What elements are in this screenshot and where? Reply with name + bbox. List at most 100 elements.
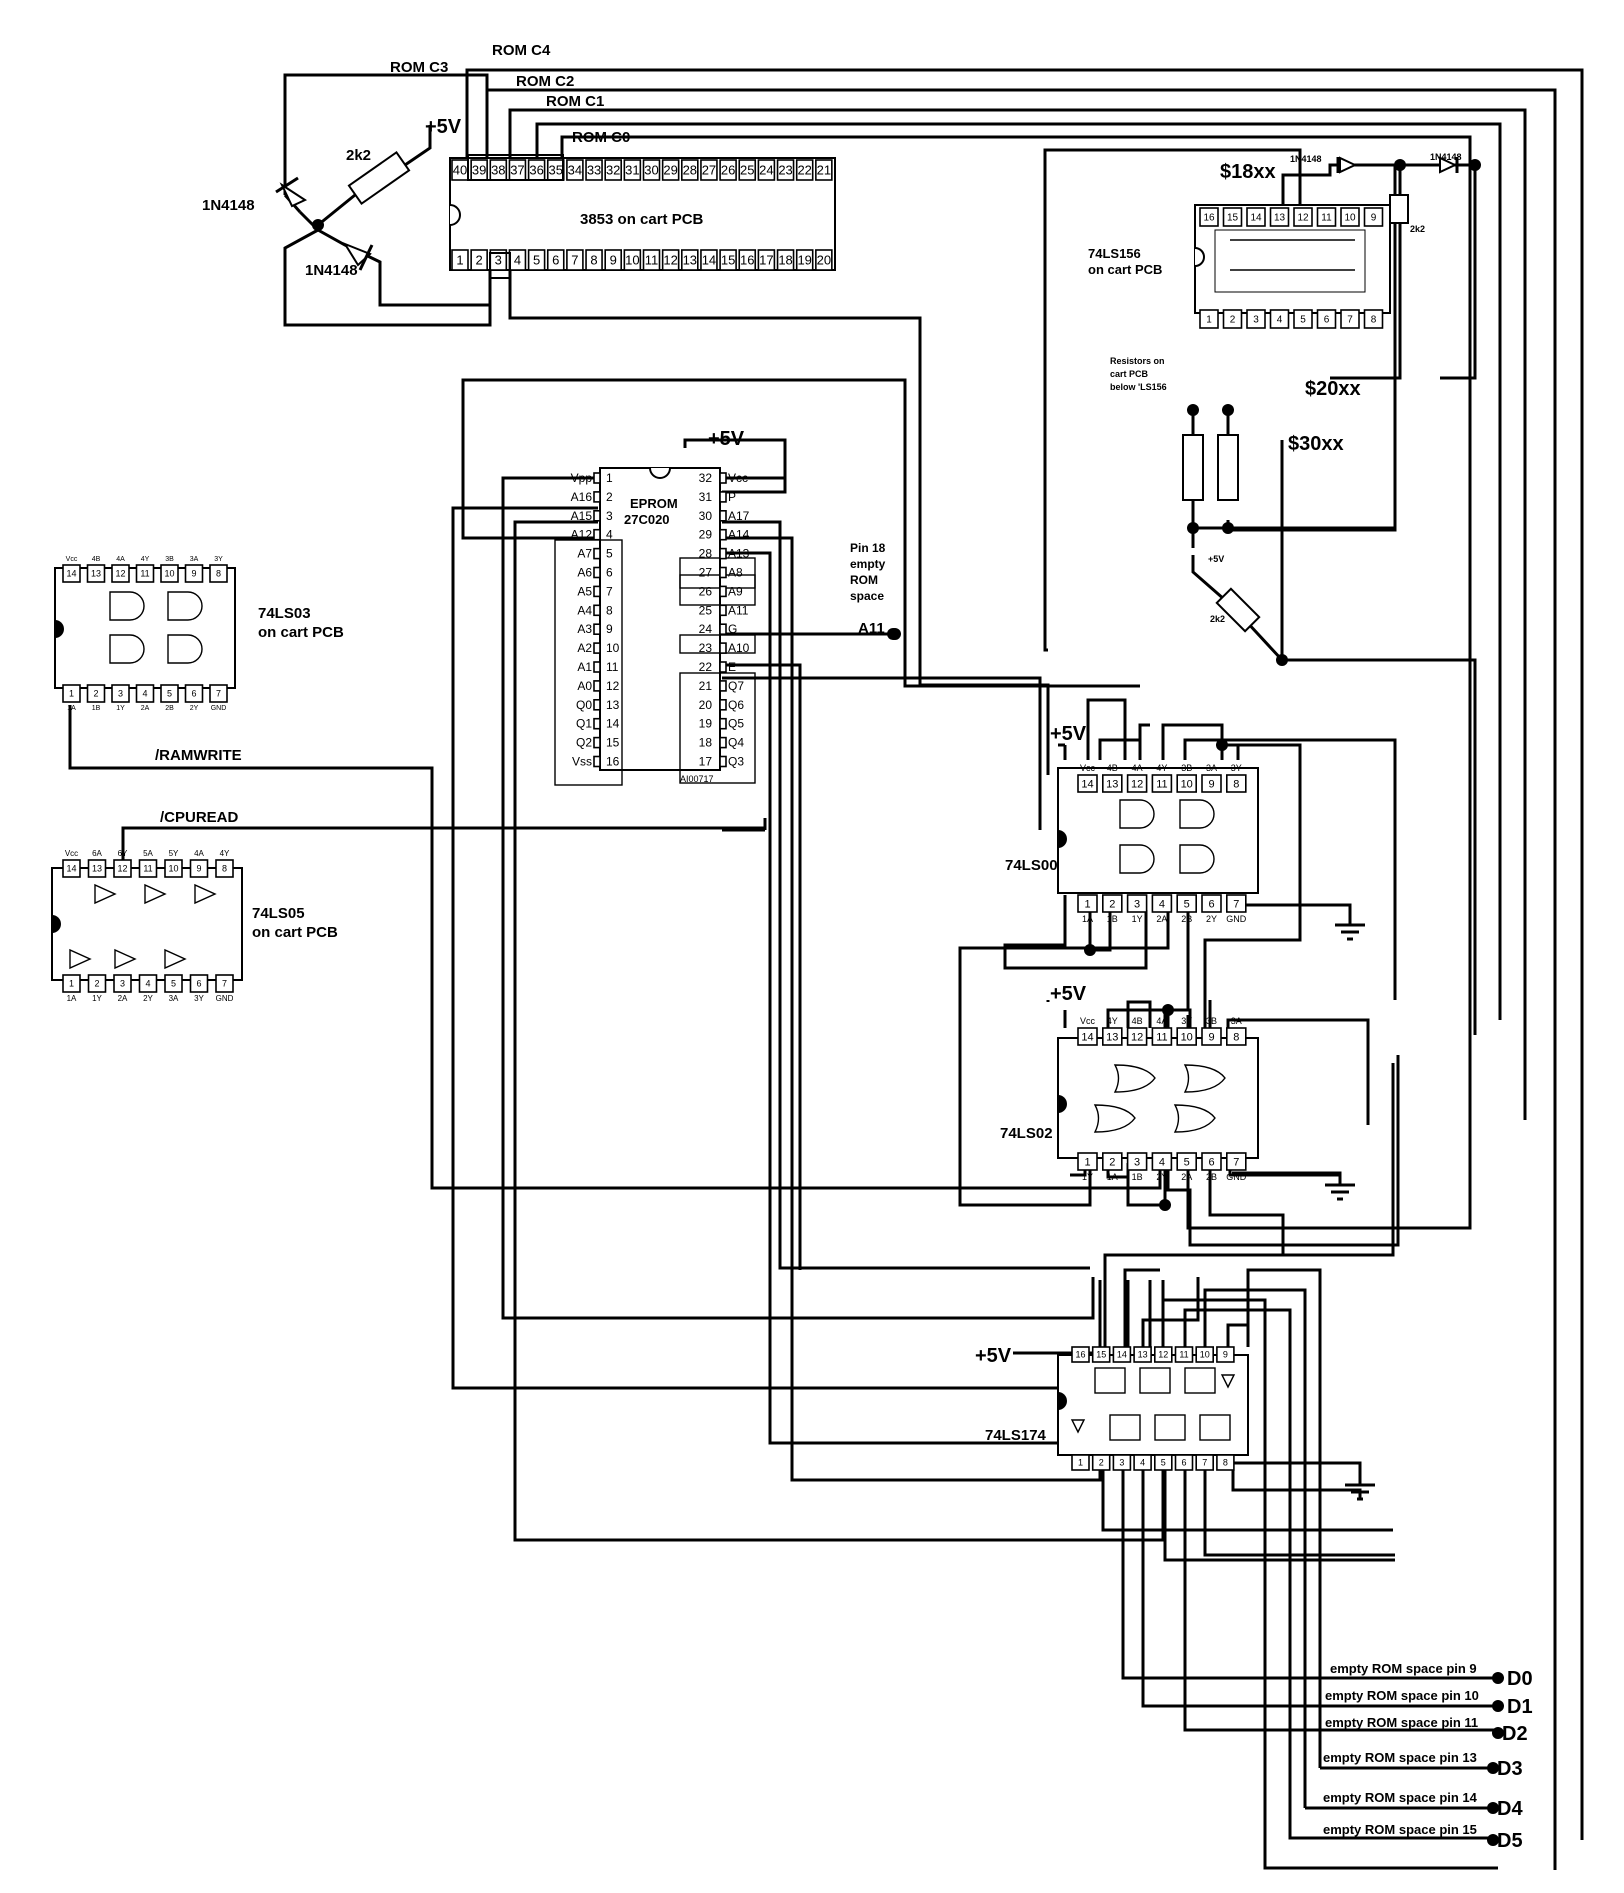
pin-label: 2A [118, 994, 128, 1003]
pin-number: 1 [1206, 315, 1212, 326]
pin-number: 16 [1075, 1350, 1085, 1360]
output-desc-d3: empty ROM space pin 13 [1323, 1750, 1477, 1765]
chip-pin: 26 [719, 159, 737, 181]
label-cpuread: /CPUREAD [160, 809, 239, 826]
chip-pin: 94A [189, 849, 209, 878]
output-sig-d3: D3 [1497, 1758, 1523, 1780]
chip-pin: 6 [1174, 1454, 1194, 1471]
pin-label: Q6 [728, 698, 744, 712]
pin-label: Q1 [576, 717, 592, 731]
pin-label: A9 [728, 584, 743, 598]
chip-pin: 1 [1071, 1454, 1090, 1471]
pin-number: 2 [1230, 315, 1236, 326]
chip-pin: 27 [700, 159, 718, 181]
pin-number: 2 [1109, 1156, 1115, 1168]
chip-pin: 16 [1071, 1346, 1090, 1363]
chip-3853-label: 3853 on cart PCB [580, 211, 704, 228]
label-2k2-res: 2k2 [1210, 614, 1225, 624]
pin-number: 11 [645, 253, 659, 268]
pin-number: 3 [495, 253, 502, 268]
pin-label: 1B [1132, 1172, 1143, 1182]
pin-number: 1 [1084, 1156, 1090, 1168]
label-pin18-1: Pin 18 [850, 541, 886, 555]
chip-pin: 52B [1176, 894, 1197, 924]
pin-number: 3 [1253, 315, 1259, 326]
chip-pin: 12 [661, 249, 680, 271]
output-sig-d4: D4 [1497, 1798, 1523, 1820]
pin-number: 1 [456, 253, 463, 268]
chip-pin: 1 [1199, 309, 1219, 329]
pin-number: 39 [472, 163, 486, 178]
chip-pin: 36 [527, 159, 546, 181]
pin-number: 9 [1371, 213, 1377, 224]
chip-pin: 1 [451, 249, 469, 271]
chip-pin: 7 [1195, 1454, 1214, 1471]
chip-pin: 30 [642, 159, 661, 181]
pin-number: 15 [606, 736, 620, 750]
pin-label: 2B [1206, 1172, 1217, 1182]
pin-number: 4 [1140, 1458, 1145, 1468]
chip-pin: 17 [757, 249, 776, 271]
pin-label: 3Y [1181, 1016, 1192, 1026]
pin-label: 4A [116, 556, 125, 563]
pin-number: 31 [699, 490, 713, 504]
chip-pin: 18 [776, 249, 795, 271]
chip-pin: 2 [1091, 1454, 1111, 1471]
label-plus5v-3853: +5V [425, 116, 462, 138]
label-plus5v-res: +5V [1208, 554, 1224, 564]
pin-number: 6 [1208, 1156, 1214, 1168]
pin-number: 19 [699, 717, 713, 731]
pin-number: 4 [145, 979, 150, 989]
output-desc-d2: empty ROM space pin 11 [1325, 1715, 1478, 1730]
label-pin18-3: ROM [850, 573, 878, 587]
chip-pin: 11A [62, 974, 81, 1003]
label-rom-c3: ROM C3 [390, 59, 448, 76]
pin-label: 2Y [143, 994, 153, 1003]
pin-label: A1 [577, 660, 592, 674]
chip-pin: 83Y [209, 556, 228, 583]
chip-pin: 2 [1222, 309, 1243, 329]
label-rom-c0: ROM C0 [572, 129, 630, 146]
pin-label: Vcc [65, 849, 78, 858]
chip-pin: 16 [1199, 207, 1219, 227]
chip-pin: 31 [623, 159, 642, 181]
pin-number: 40 [453, 163, 467, 178]
pin-number: 20 [817, 253, 831, 268]
pin-number: 28 [683, 163, 697, 178]
pin-number: 5 [606, 547, 613, 561]
chip-pin: 25 [738, 159, 757, 181]
pin-label: 4Y [220, 849, 230, 858]
pin-number: 3 [1134, 898, 1140, 910]
chip-pin: 31B [1126, 1152, 1148, 1182]
chip-pin: 8 [1216, 1454, 1235, 1471]
pin-number: 4 [1159, 898, 1165, 910]
pin-label: G [728, 622, 737, 636]
pin-number: 27 [702, 163, 716, 178]
pin-label: 2B [165, 705, 174, 712]
pin-number: 13 [606, 698, 620, 712]
chip-pin: 21A [1102, 1152, 1123, 1182]
pin-number: 24 [759, 163, 773, 178]
chip-pin: 10 [1195, 1346, 1214, 1363]
pin-number: 13 [1106, 1031, 1118, 1043]
chip-pin: 62Y [184, 684, 204, 712]
pin-number: 5 [533, 253, 540, 268]
chip-pin: 33 [585, 159, 603, 181]
label-rom-c4: ROM C4 [492, 42, 551, 59]
pin-number: 7 [216, 689, 221, 699]
pin-label: A11 [728, 603, 749, 617]
